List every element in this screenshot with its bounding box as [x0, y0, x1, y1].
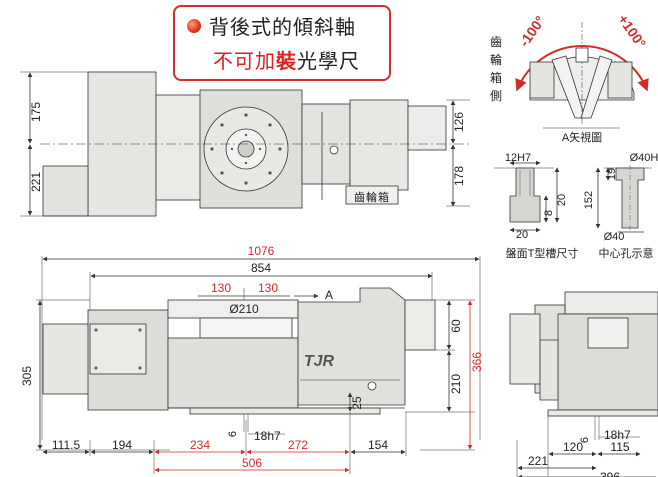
dim-366: 366	[470, 352, 484, 372]
top-view	[20, 71, 470, 217]
angle-neg: -100°	[516, 13, 548, 50]
arrow-a-label: A	[325, 288, 333, 302]
dim-6: 6	[227, 431, 239, 437]
dim-154: 154	[368, 438, 388, 452]
a-view-caption: A矢視圖	[562, 130, 602, 144]
angle-pos: +100°	[615, 11, 649, 51]
dim-305: 305	[20, 366, 34, 386]
side-label-3: 箱	[490, 70, 502, 85]
callout-line2-black: 光學尺	[297, 49, 360, 73]
center-hole-dim-19: 19	[606, 168, 618, 180]
motor-cover	[42, 165, 89, 217]
side-dim-6: 6	[579, 437, 591, 443]
side-dim-18h7: 18h7	[604, 428, 631, 442]
dim-210: 210	[449, 374, 463, 394]
tslot-detail	[494, 160, 560, 233]
dim-126: 126	[452, 112, 466, 132]
tslot-dim-8: 8	[543, 210, 555, 216]
tilt-view	[515, 22, 649, 125]
dim-854: 854	[251, 261, 271, 275]
tjr-logo: TJR	[304, 353, 335, 370]
dim-194: 194	[112, 438, 132, 452]
dim-178: 178	[452, 166, 466, 186]
center-hole-top-label: Ø40H7	[630, 152, 658, 164]
callout-box: 背後式的傾斜軸 不可加裝光學尺	[173, 5, 391, 81]
dim-111-5: 111.5	[52, 438, 81, 452]
center-hole-detail	[595, 165, 652, 233]
callout-line2-bold: 裝	[276, 49, 297, 73]
dim-25: 25	[350, 396, 364, 410]
center-hole-bottom-label: Ø40	[604, 231, 625, 243]
dim-130-right: 130	[258, 281, 278, 295]
callout-line2: 不可加裝光學尺	[213, 45, 360, 74]
dim-272: 272	[288, 438, 308, 452]
dim-130-left: 130	[211, 281, 231, 295]
tslot-width: 12H7	[505, 152, 531, 164]
center-hole-caption: 中心孔示意	[599, 246, 654, 260]
center-hole-dim-152: 152	[583, 191, 595, 209]
front-view	[36, 256, 481, 474]
dim-1076: 1076	[248, 244, 275, 258]
dim-175: 175	[29, 102, 43, 122]
callout-line1: 背後式的傾斜軸	[209, 15, 356, 39]
gearbox-label: 齒輪箱	[354, 190, 390, 204]
dim-18h7: 18h7	[254, 429, 281, 443]
tslot-caption: 盤面T型槽尺寸	[506, 246, 579, 260]
side-dim-396: 396	[600, 470, 620, 477]
coupling-block	[155, 94, 203, 201]
dim-506: 506	[242, 456, 262, 470]
side-view	[509, 291, 658, 477]
side-label-2: 輪	[490, 52, 502, 67]
side-dim-115: 115	[610, 440, 629, 454]
side-label-1: 齒	[490, 35, 502, 49]
dim-60: 60	[449, 319, 463, 333]
dim-210-diameter: Ø210	[229, 302, 259, 316]
dim-234: 234	[190, 438, 210, 452]
callout-line2-red: 不可加	[213, 49, 276, 73]
side-dim-221: 221	[528, 454, 548, 468]
side-dim-120: 120	[563, 440, 583, 454]
tslot-dim-20v: 20	[556, 194, 568, 206]
dim-221: 221	[29, 172, 43, 192]
bullet-dot-icon	[187, 19, 201, 33]
tslot-dim-20h: 20	[516, 229, 528, 241]
side-label-4: 側	[490, 89, 502, 103]
